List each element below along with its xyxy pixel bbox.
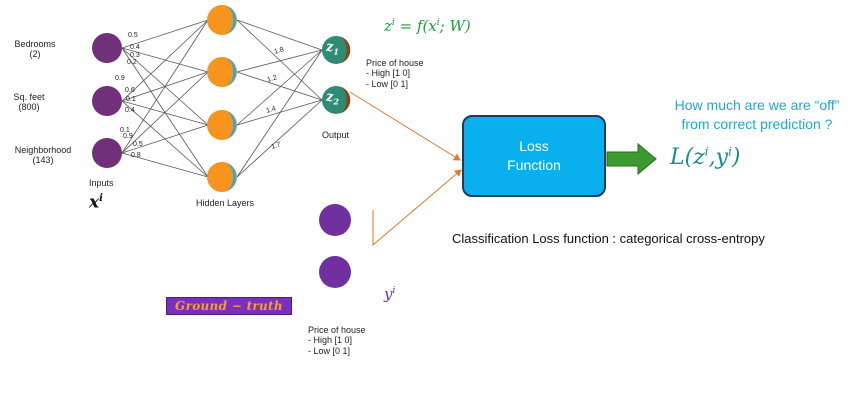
question-line: from correct prediction ? — [681, 115, 833, 132]
loss-expression: L(zi,yi) — [670, 144, 741, 170]
edge — [236, 19, 323, 51]
weight-label: 0.8 — [131, 152, 141, 159]
hidden-node-crescent — [225, 162, 237, 192]
output-z2-symbol: z2 — [326, 90, 339, 107]
connector-lines — [349, 91, 657, 247]
weight-label: 0.4 — [125, 107, 135, 114]
inputs-label: Inputs — [89, 178, 114, 188]
edge — [121, 124, 209, 154]
question-line: How much are we are “off” — [674, 97, 840, 113]
weight-label: 0.9 — [115, 75, 125, 82]
ground-truth-line: - High [1 0] — [308, 335, 353, 346]
input-label-sqfeet: Sq. feet (800) — [4, 92, 54, 113]
input-name: Bedrooms — [14, 39, 56, 49]
loss-box-line: Loss — [519, 138, 549, 155]
output-node — [322, 36, 350, 64]
output-z1-symbol: z1 — [326, 40, 339, 57]
edge — [121, 19, 209, 49]
weight-label: 0.1 — [120, 127, 130, 134]
hidden-node-crescent — [225, 5, 237, 35]
loss-box-line: Function — [507, 157, 561, 173]
model-formula: zi = f(xi; W) — [384, 17, 471, 35]
input-value: (2) — [29, 49, 41, 60]
output-node — [322, 86, 350, 114]
weight-label: 0.4 — [130, 44, 140, 51]
input-label-bedrooms: Bedrooms (2) — [6, 39, 64, 60]
ground-truth-line: - Low [0 1] — [308, 345, 351, 356]
hidden-node — [207, 110, 237, 140]
ground-truth-symbol: yi — [384, 285, 396, 303]
ground-truth-banner: Ground − truth — [166, 297, 292, 315]
weight-label: 1.2 — [266, 74, 278, 84]
weight-label: 1.7 — [270, 141, 282, 151]
weight-label: 0.5 — [128, 32, 138, 39]
edge — [121, 152, 209, 178]
input-label-neighborhood: Neighborhood (143) — [6, 145, 80, 166]
ground-truth-node — [319, 204, 351, 236]
weight-label: 0.1 — [126, 96, 136, 103]
input-name: Sq. feet — [13, 92, 45, 102]
edge — [236, 99, 323, 178]
weight-label: 0.9 — [123, 133, 133, 140]
weight-label: 1.8 — [273, 46, 285, 56]
ground-truth-label: Price of house - High [1 0] - Low [0 1] — [308, 325, 366, 356]
edge — [236, 49, 323, 73]
truth-to-loss-arrow — [372, 169, 462, 247]
weight-label: 0.6 — [125, 87, 135, 94]
input-value: (800) — [18, 102, 40, 113]
edge — [236, 99, 323, 126]
hidden-node-crescent — [225, 110, 237, 140]
classification-text: Classification Loss function : categoric… — [452, 231, 765, 246]
edge — [236, 71, 323, 101]
network-nodes — [92, 5, 351, 288]
weight-label: 0.3 — [130, 52, 140, 59]
loss-function-box: Loss Function — [462, 115, 606, 197]
input-node — [92, 86, 122, 116]
weight-label: 0.2 — [127, 59, 137, 66]
prediction-line: - High [1 0] — [366, 68, 411, 79]
weight-label: 1.4 — [265, 105, 277, 115]
weight-label: 0.5 — [133, 141, 143, 148]
hidden-node-crescent — [225, 57, 237, 87]
network-edges — [121, 19, 323, 178]
output-node-crescent — [340, 86, 351, 114]
input-symbol: xi — [89, 192, 103, 213]
edge — [121, 71, 209, 154]
prediction-line: - Low [0 1] — [366, 78, 409, 89]
ground-truth-text: Ground − truth — [175, 299, 283, 313]
hidden-node — [207, 5, 237, 35]
edge — [236, 49, 323, 126]
ground-truth-title: Price of house — [308, 325, 366, 335]
output-label: Output — [322, 130, 350, 140]
output-arrow — [606, 142, 657, 176]
input-node — [92, 138, 122, 168]
input-node — [92, 33, 122, 63]
off-question: How much are we are “off” from correct p… — [652, 96, 862, 134]
output-node-crescent — [340, 36, 351, 64]
edge — [236, 19, 323, 101]
hidden-node — [207, 57, 237, 87]
input-name: Neighborhood — [14, 145, 72, 155]
hidden-layers-label: Hidden Layers — [196, 198, 255, 208]
prediction-to-loss-arrow — [349, 91, 461, 161]
edge — [236, 49, 323, 178]
prediction-title: Price of house — [366, 58, 424, 68]
hidden-node — [207, 162, 237, 192]
edge — [121, 19, 209, 102]
prediction-label: Price of house - High [1 0] - Low [0 1] — [366, 58, 424, 89]
ground-truth-node — [319, 256, 351, 288]
weight-labels: 0.50.40.30.20.90.60.10.40.10.90.50.81.81… — [115, 32, 285, 159]
edge — [121, 19, 209, 154]
input-value: (143) — [32, 155, 54, 166]
